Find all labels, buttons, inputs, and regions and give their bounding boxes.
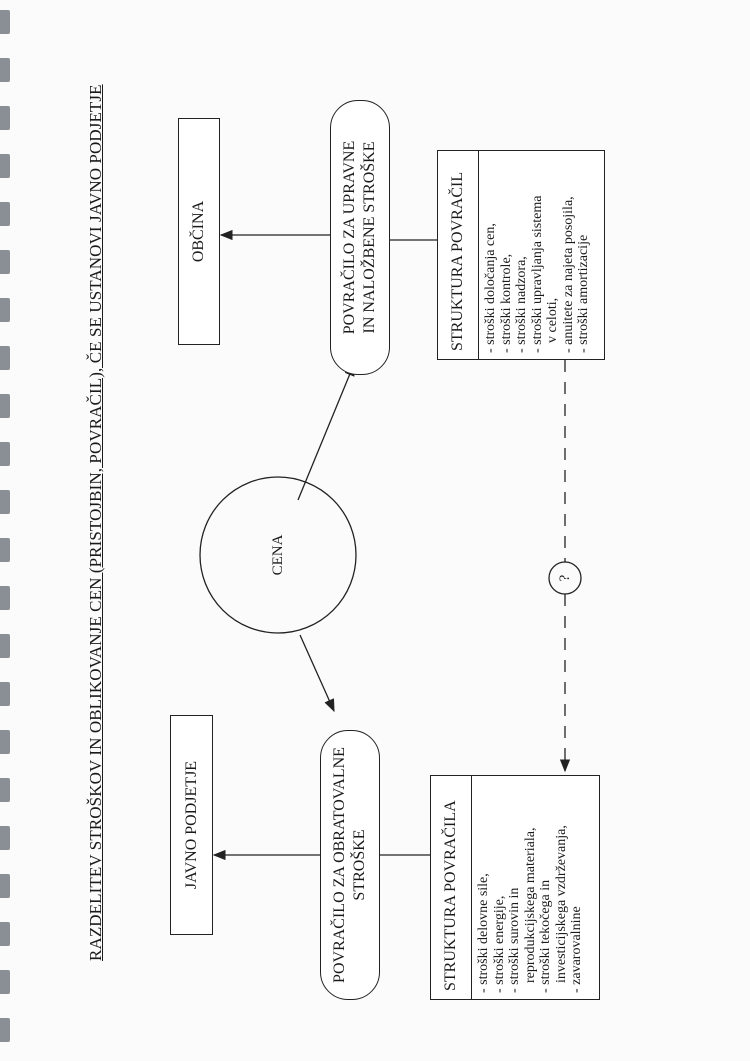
- struktura-povracil-heading: STRUKTURA POVRAČIL: [438, 151, 479, 359]
- upravne-line2: IN NALOŽBENE STROŠKE: [361, 141, 378, 334]
- arrow-cena-upravne: [297, 362, 355, 501]
- struktura-povracila-heading: STRUKTURA POVRAČILA: [431, 776, 472, 999]
- list-item: reprodukcijskega materiala,: [522, 827, 538, 983]
- list-item: - stroški tekočega in: [538, 879, 553, 993]
- list-item: - zavarovalnine: [569, 906, 584, 993]
- list-item: - stroški določanja cen,: [483, 223, 498, 353]
- struktura-povracila-box: STRUKTURA POVRAČILA - stroški delovne si…: [430, 775, 600, 1000]
- upravne-stroski-box: POVRAČILO ZA UPRAVNE IN NALOŽBENE STROŠK…: [330, 100, 390, 375]
- obratovalne-line2: STROŠKE: [351, 829, 368, 901]
- list-item: v celoti,: [545, 297, 560, 343]
- list-item: - stroški amortizacije: [576, 234, 591, 353]
- javno-podjetje-box: JAVNO PODJETJE: [170, 715, 213, 935]
- binder-holes: [0, 0, 14, 1061]
- obratovalne-stroski-box: POVRAČILO ZA OBRATOVALNE STROŠKE: [320, 730, 380, 1000]
- list-item: - stroški surovin in: [507, 887, 522, 993]
- list-item: investicijskega vzdrževanja,: [553, 825, 569, 983]
- list-item: - stroški upravljanja sistema: [529, 195, 545, 353]
- struktura-povracil-box: STRUKTURA POVRAČIL - stroški določanja c…: [437, 150, 605, 360]
- list-item: - anuitete za najeta posojila,: [560, 196, 576, 353]
- list-item: - stroški kontrole,: [498, 253, 514, 353]
- cena-circle: [199, 476, 357, 634]
- obcina-box: OBČINA: [178, 118, 220, 345]
- upravne-line1: POVRAČILO ZA UPRAVNE: [341, 140, 358, 335]
- list-item: - stroški energije,: [491, 895, 507, 993]
- page-title: RAZDELITEV STROŠKOV IN OBLIKOVANJE CEN (…: [86, 84, 105, 961]
- question-mark: ?: [556, 574, 573, 582]
- list-item: - stroški delovne sile,: [476, 873, 491, 993]
- arrow-cena-obratovalne: [299, 634, 335, 713]
- list-item: - stroški nadzora,: [514, 256, 529, 353]
- cena-label: CENA: [269, 534, 286, 576]
- question-circle: [548, 561, 582, 595]
- obratovalne-line1: POVRAČILO ZA OBRATOVALNE: [331, 747, 348, 983]
